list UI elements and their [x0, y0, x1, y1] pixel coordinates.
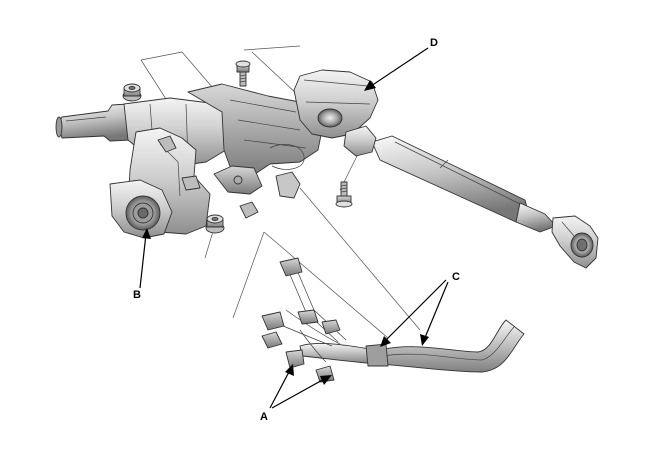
steering-column-body [55, 69, 379, 199]
callout-arrows [139, 47, 449, 409]
bolt-lower-right [335, 181, 353, 208]
flange-nut-lower [205, 214, 225, 234]
wire-harness [261, 257, 525, 383]
bolt-upper [235, 60, 251, 87]
callout-c-arrows [380, 279, 449, 347]
lower-universal-joint [551, 215, 599, 269]
callout-a-arrows [269, 364, 332, 409]
flange-nut-upper-left [122, 83, 142, 102]
callout-label-b: B [133, 289, 141, 301]
callout-label-d: D [430, 37, 438, 49]
callout-d-arrow [364, 47, 429, 91]
callout-b-arrow [139, 228, 151, 289]
callout-label-c: C [452, 271, 460, 283]
ignition-switch-assembly [109, 127, 259, 239]
callout-labels: D B C A [133, 37, 460, 423]
intermediate-shaft [371, 135, 557, 233]
callout-label-a: A [260, 411, 268, 423]
fasteners [122, 60, 353, 234]
